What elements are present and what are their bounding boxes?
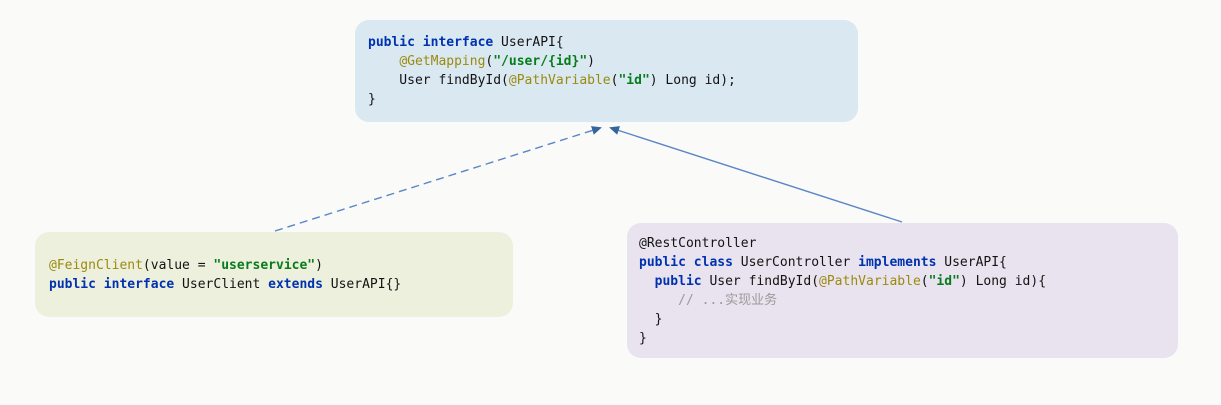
code-line: @RestController (639, 235, 757, 251)
code-line: // ...实现业务 (678, 292, 778, 308)
implements-arrow-solid (609, 126, 903, 223)
code-line: } (639, 311, 663, 327)
code-line: public class UserController implements U… (639, 254, 1007, 270)
code-line: } (368, 92, 376, 107)
code-line: User findById(@PathVariable("id") Long i… (368, 73, 736, 88)
code-line: public User findById(@PathVariable("id")… (654, 273, 1047, 289)
extends-arrow-dashed (274, 126, 602, 232)
code-line: @GetMapping("/user/{id}") (399, 54, 595, 69)
userapi-interface-box: public interface UserAPI{ @GetMapping("/… (355, 20, 858, 122)
code-line: public interface UserClient extends User… (49, 276, 402, 292)
feign-client-box: @FeignClient(value = "userservice") publi… (35, 232, 513, 317)
code-line: } (639, 330, 647, 346)
rest-controller-box: @RestController public class UserControll… (627, 223, 1178, 358)
code-line: public interface UserAPI{ (368, 35, 564, 50)
code-line: @FeignClient(value = "userservice") (49, 257, 323, 273)
